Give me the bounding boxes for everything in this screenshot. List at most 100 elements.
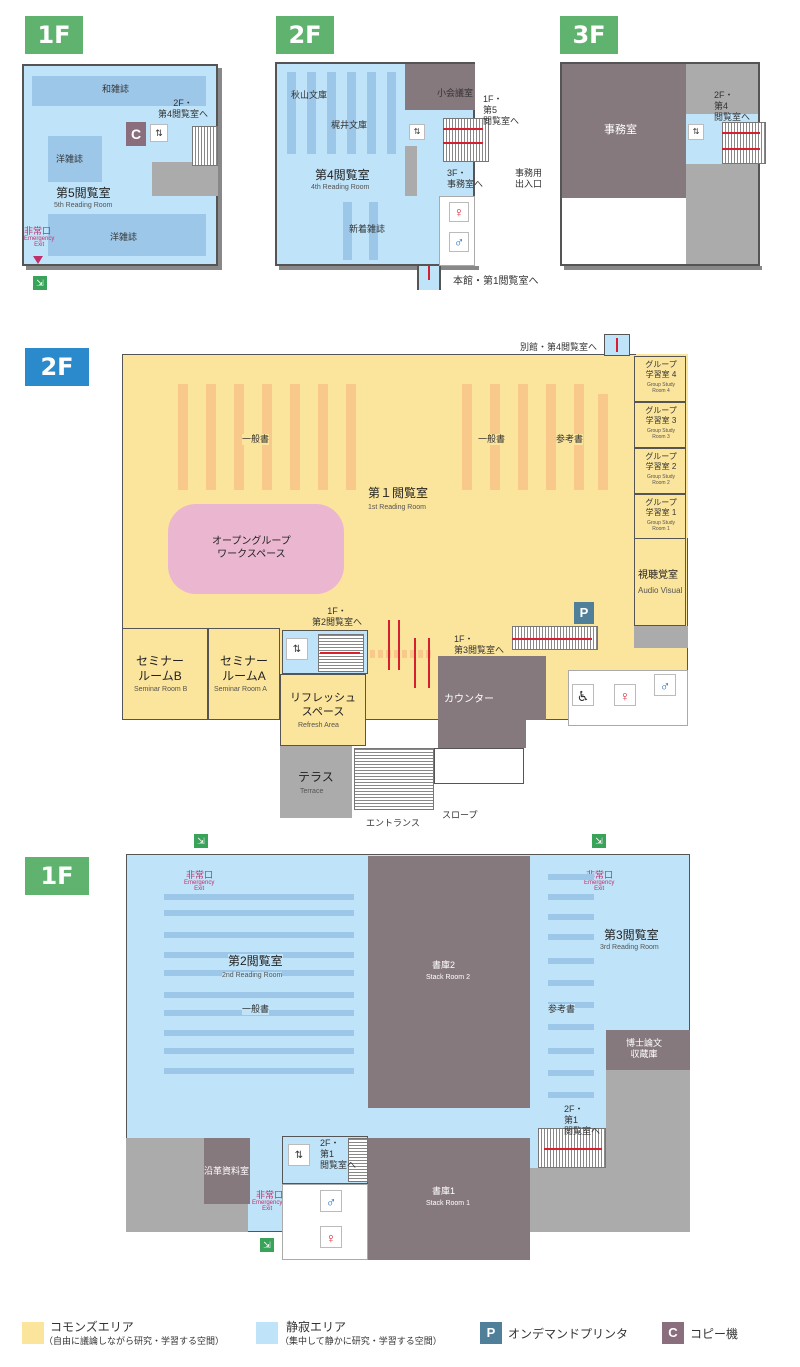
exit-arrow-icon	[33, 256, 43, 264]
stack2-title: 書庫2	[432, 960, 456, 970]
group-study-room-title: グループ 学習室 3	[645, 406, 677, 425]
commons-swatch	[22, 1322, 44, 1344]
group-study-room-subtitle: Group Study Room 1	[646, 520, 676, 532]
exit-left-label: 非常口	[186, 870, 214, 880]
men-restroom-icon: ♂	[449, 232, 469, 252]
quiet-title: 静寂エリア	[286, 1320, 347, 1334]
floor-badge-main-1f: 1F	[25, 857, 89, 895]
bookshelf	[548, 914, 594, 920]
annex-1f-map: 和雑誌 洋雑誌 C ⇅ 2F・ 第4閲覧室へ 第5閲覧室 5th Reading…	[22, 64, 222, 270]
men-restroom-icon: ♂	[320, 1190, 342, 1212]
women-restroom-icon: ♀	[449, 202, 469, 222]
elevator-icon: ⇅	[688, 124, 704, 140]
printer-legend-icon: P	[480, 1322, 502, 1344]
terrace-subtitle: Terrace	[300, 788, 324, 795]
commons-title: コモンズエリア	[50, 1320, 134, 1334]
copier-icon: C	[126, 122, 146, 146]
bookshelf	[548, 1092, 594, 1098]
slope-label: スロープ	[442, 810, 478, 820]
bookshelf	[548, 894, 594, 900]
to-2f1-left-label: 2F・ 第1 閲覧室へ	[320, 1138, 357, 1170]
seminar-a-title: セミナー ルームA	[220, 654, 269, 683]
room3-subtitle: 3rd Reading Room	[600, 944, 659, 951]
stack2-subtitle: Stack Room 2	[426, 974, 470, 981]
copier-label: コピー機	[690, 1327, 739, 1341]
floor-badge-annex-2f: 2F	[276, 16, 334, 54]
copier-legend-icon: C	[662, 1322, 684, 1344]
room4-subtitle: 4th Reading Room	[311, 184, 370, 191]
av-room-title: 視聴覚室	[638, 570, 678, 581]
bookshelf	[548, 958, 594, 964]
group-study-room-subtitle: Group Study Room 2	[646, 474, 676, 486]
av-room-subtitle: Audio Visual	[638, 586, 683, 595]
accessible-restroom-icon: ♿	[572, 684, 594, 706]
group-study-room-subtitle: Group Study Room 3	[646, 428, 676, 440]
to-2f4-label: 2F・ 第4閲覧室へ	[158, 98, 209, 119]
seminar-b-title: セミナー ルームB	[136, 654, 185, 683]
men-restroom-icon: ♂	[654, 674, 676, 696]
bookshelf	[164, 932, 354, 938]
bookshelf	[548, 874, 594, 880]
exit-right-label: 非常口	[586, 870, 614, 880]
stack1-title: 書庫1	[432, 1186, 456, 1196]
room5-title: 第5閲覧室	[56, 186, 111, 200]
room2-subtitle: 2nd Reading Room	[222, 972, 283, 979]
reference-books-1f-label: 参考書	[548, 1004, 576, 1015]
quiet-swatch	[256, 1322, 278, 1344]
room1-title: 第１閲覧室	[368, 486, 429, 500]
room3-title: 第3閲覧室	[604, 928, 659, 942]
to-1f5-label: 1F・ 第5 閲覧室へ	[483, 94, 520, 126]
floor-badge-main-2f: 2F	[25, 348, 89, 386]
printer-label: オンデマンドプリンタ	[508, 1327, 629, 1341]
group-study-room: グループ 学習室 3 Group Study Room 3	[634, 402, 686, 448]
room5-subtitle: 5th Reading Room	[54, 202, 113, 209]
elevator-icon: ⇅	[286, 638, 308, 660]
office-label: 事務室	[604, 124, 637, 136]
quiet-sub: （集中して静かに研究・学習する空間）	[280, 1336, 442, 1346]
main-2f-map: 別館・第4閲覧室へ 一般書 一般書 参考書 第１閲覧室 1st Reading …	[122, 334, 692, 828]
yo-magazines-label-2: 洋雑誌	[110, 232, 138, 242]
to-1f2-label: 1F・ 第2閲覧室へ	[312, 606, 363, 627]
emergency-exit-icon: ⇲	[260, 1238, 274, 1252]
to-main-label: 本館・第1閲覧室へ	[453, 276, 539, 287]
room2-title: 第2閲覧室	[228, 954, 283, 969]
elevator-icon: ⇅	[150, 124, 168, 142]
history-room-label: 沿革資料室	[204, 1166, 250, 1176]
exit-bottom-label: 非常口	[256, 1190, 284, 1200]
exit-right-en: Emergency Exit	[584, 880, 615, 892]
entrance-label: エントランス	[366, 818, 420, 828]
yo-magazines-label-1: 洋雑誌	[56, 154, 84, 164]
bookshelf	[548, 1070, 594, 1076]
main-1f-map: ⇲ ⇲ 非常口 Emergency Exit 非常口 Emergency Exi…	[124, 834, 694, 1274]
bookshelf	[164, 910, 354, 916]
bookshelf	[548, 1024, 594, 1030]
women-restroom-icon: ♀	[614, 684, 636, 706]
emergency-exit-icon: ⇲	[33, 276, 47, 290]
kajii-label: 梶井文庫	[331, 120, 368, 130]
to-1f3-label: 1F・ 第3閲覧室へ	[454, 634, 505, 655]
bookshelf	[548, 934, 594, 940]
terrace-title: テラス	[298, 770, 334, 784]
akiyama-label: 秋山文庫	[291, 90, 328, 100]
group-study-room-title: グループ 学習室 4	[645, 360, 677, 379]
commons-sub: （自由に議論しながら研究・学習する空間）	[44, 1336, 225, 1346]
seminar-a-subtitle: Seminar Room A	[214, 686, 267, 693]
general-books-1f-label: 一般書	[242, 1004, 270, 1015]
group-study-room-title: グループ 学習室 1	[645, 498, 677, 517]
to-annex-label: 別館・第4閲覧室へ	[520, 342, 598, 352]
exit-left-en: Emergency Exit	[184, 880, 215, 892]
emergency-exit-icon: ⇲	[194, 834, 208, 848]
reference-books-label: 参考書	[556, 434, 584, 445]
staff-entrance-label: 事務用 出入口	[515, 168, 543, 189]
new-magazines-label: 新着雑誌	[349, 224, 386, 234]
counter-label: カウンター	[444, 694, 494, 705]
meeting-room-label: 小会議室	[437, 88, 474, 98]
bookshelf	[164, 894, 354, 900]
stack1-subtitle: Stack Room 1	[426, 1200, 470, 1207]
floor-badge-annex-1f: 1F	[25, 16, 83, 54]
exit-label: 非常口	[24, 226, 52, 236]
group-study-room-title: グループ 学習室 2	[645, 452, 677, 471]
bookshelf	[164, 1048, 354, 1054]
to-2f1-right-label: 2F・ 第1 閲覧室へ	[564, 1104, 601, 1136]
